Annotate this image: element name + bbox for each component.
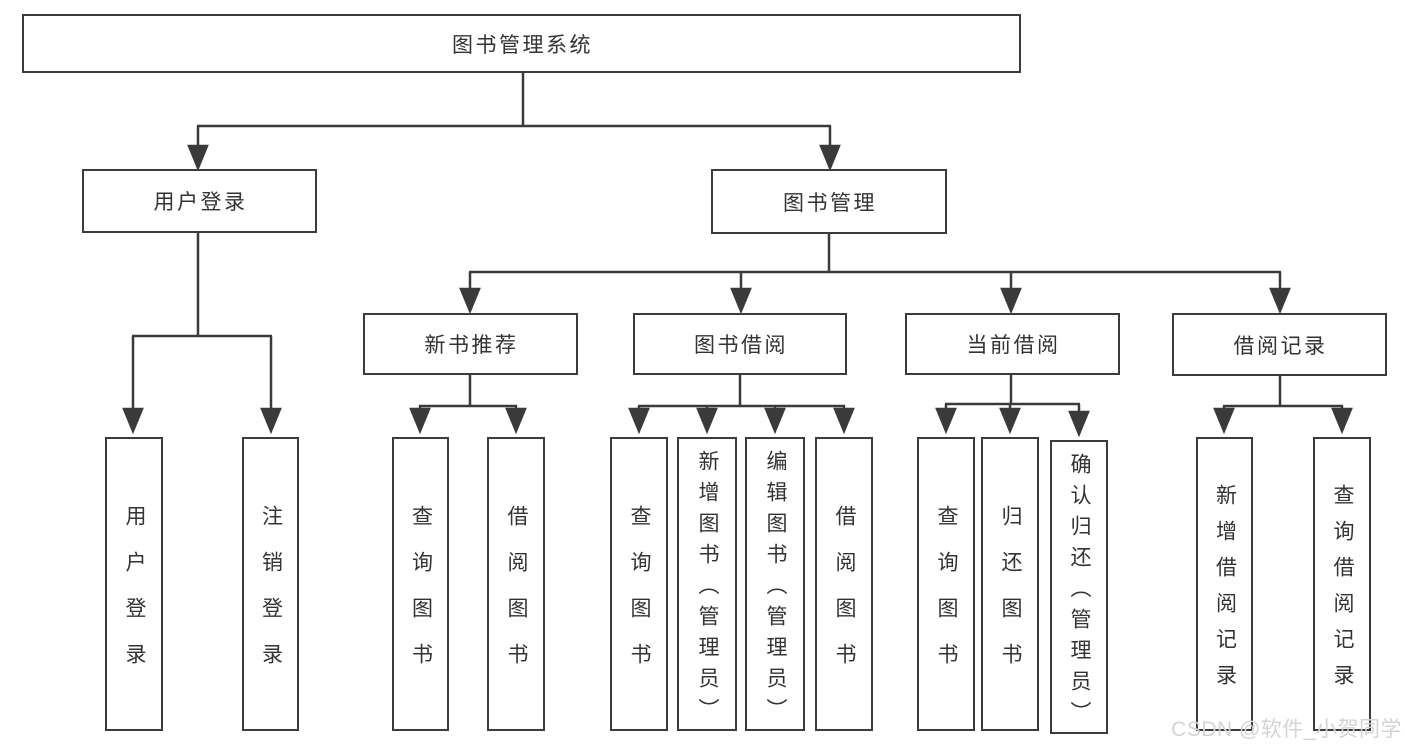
node-leaf-bb-add-book: 新增图书（管理员） — [677, 437, 737, 731]
node-book-borrow-label: 图书借阅 — [694, 334, 788, 357]
node-root-label: 图书管理系统 — [452, 33, 593, 57]
node-new-book-recommend: 新书推荐 — [363, 313, 578, 375]
node-leaf-nb-query-book: 查询图书 — [392, 437, 449, 731]
connector-user-login-to-leaves — [122, 233, 282, 435]
node-root: 图书管理系统 — [22, 14, 1021, 73]
connector-new-book-to-leaves — [409, 375, 527, 435]
node-leaf-cb-return-book: 归还图书 — [981, 437, 1039, 731]
node-leaf-nb-borrow-book-label: 借阅图书 — [505, 504, 528, 689]
node-leaf-bb-borrow-book: 借阅图书 — [815, 437, 873, 731]
node-leaf-nb-query-book-label: 查询图书 — [409, 504, 433, 689]
node-leaf-bb-add-book-label: 新增图书（管理员） — [696, 449, 719, 729]
node-leaf-cb-query-book-label: 查询图书 — [935, 504, 958, 689]
node-leaf-bb-query-book: 查询图书 — [610, 437, 668, 731]
node-borrow-record: 借阅记录 — [1172, 313, 1387, 376]
connector-book-borrow-to-leaves — [628, 375, 855, 435]
node-leaf-user-login-label: 用户登录 — [123, 504, 146, 689]
node-user-login-label: 用户登录 — [153, 191, 248, 214]
node-leaf-cb-return-book-label: 归还图书 — [999, 504, 1022, 689]
node-leaf-nb-borrow-book: 借阅图书 — [487, 437, 545, 731]
node-current-borrow: 当前借阅 — [905, 313, 1120, 375]
node-leaf-logout: 注销登录 — [242, 437, 299, 731]
node-borrow-record-label: 借阅记录 — [1233, 334, 1328, 358]
node-leaf-cb-confirm-return: 确认归还（管理员） — [1050, 440, 1108, 734]
node-leaf-bb-edit-book: 编辑图书（管理员） — [745, 437, 805, 731]
node-user-login: 用户登录 — [82, 169, 317, 233]
node-book-borrow: 图书借阅 — [633, 313, 847, 375]
node-leaf-user-login: 用户登录 — [105, 437, 163, 731]
node-current-borrow-label: 当前借阅 — [966, 334, 1061, 357]
node-leaf-br-query-record: 查询借阅记录 — [1313, 437, 1371, 731]
node-leaf-bb-borrow-book-label: 借阅图书 — [833, 504, 856, 689]
connector-borrow-record-to-leaves — [1213, 375, 1353, 435]
node-leaf-logout-label: 注销登录 — [259, 504, 283, 689]
watermark: CSDN @软件_小贺同学 — [1171, 718, 1402, 741]
node-book-management: 图书管理 — [711, 169, 947, 234]
node-leaf-br-add-record-label: 新增借阅记录 — [1213, 483, 1237, 700]
node-leaf-br-query-record-label: 查询借阅记录 — [1331, 483, 1354, 700]
node-leaf-cb-query-book: 查询图书 — [917, 437, 975, 731]
connector-root-to-level2 — [187, 73, 841, 172]
node-leaf-bb-edit-book-label: 编辑图书（管理员） — [764, 449, 787, 729]
connector-book-management-to-level3 — [459, 234, 1291, 315]
node-leaf-bb-query-book-label: 查询图书 — [628, 504, 651, 689]
node-book-management-label: 图书管理 — [783, 191, 877, 215]
node-leaf-cb-confirm-return-label: 确认归还（管理员） — [1068, 452, 1091, 732]
node-new-book-recommend-label: 新书推荐 — [424, 334, 519, 357]
connector-current-borrow-to-leaves — [935, 375, 1090, 438]
node-leaf-br-add-record: 新增借阅记录 — [1196, 437, 1253, 731]
